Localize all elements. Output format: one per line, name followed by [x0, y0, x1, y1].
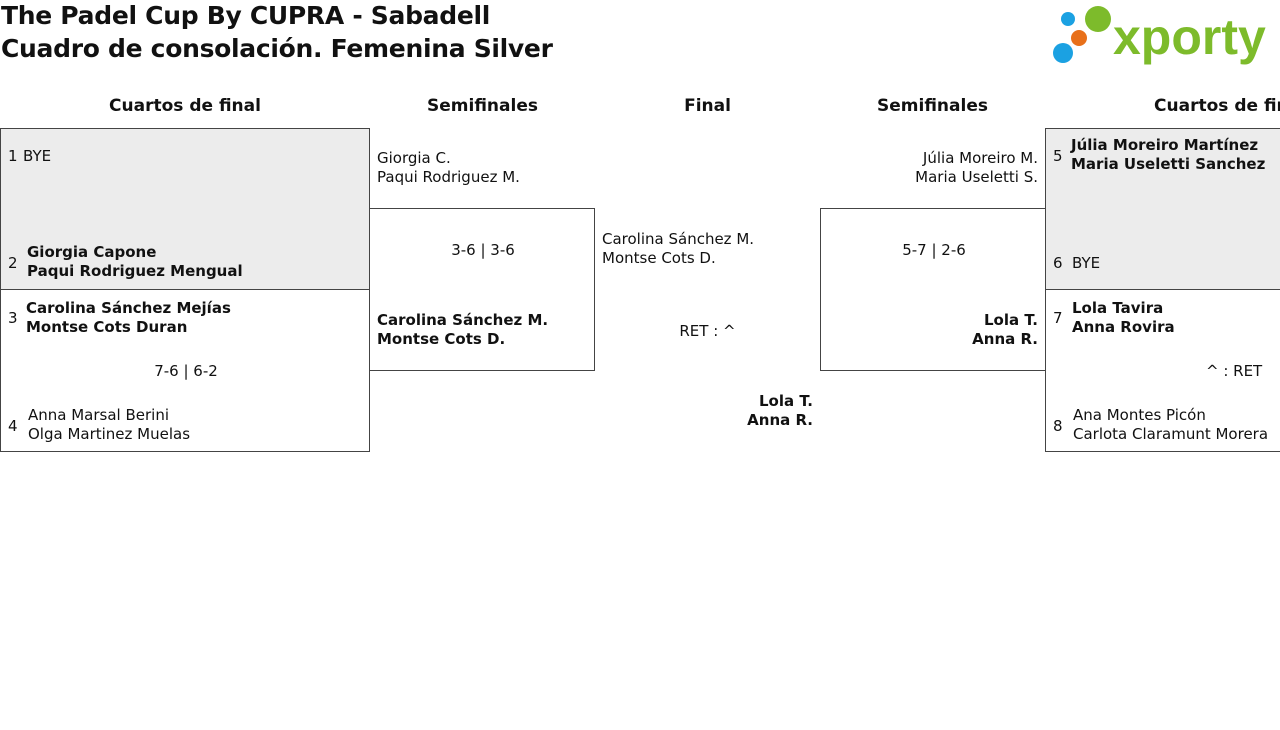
seed-number: 4 [8, 417, 18, 435]
left-sf-team1-player-2: Paqui Rodriguez M. [377, 168, 520, 186]
seed-number: 2 [8, 254, 18, 272]
round-right-quarterfinals: Cuartos de final [1154, 96, 1280, 116]
round-left-quarterfinals: Cuartos de final [109, 96, 261, 116]
match-score: 7-6 | 6-2 [154, 362, 218, 380]
right-sf-team1-player-1: Júlia Moreiro M. [922, 149, 1038, 167]
team-player-2: Montse Cots Duran [26, 318, 188, 336]
left-sf-team1-player-1: Giorgia C. [377, 149, 451, 167]
xporty-logo-icon: xporty [1053, 6, 1266, 65]
left-qf-match-1: 1 BYE 2 Giorgia Capone Paqui Rodriguez M… [0, 128, 370, 290]
match-score: 5-7 | 2-6 [902, 241, 966, 259]
match-score: ^ : RET [1206, 362, 1263, 380]
final-team2-player-1: Lola T. [758, 392, 813, 410]
team-player-1: Giorgia Capone [27, 243, 157, 261]
logo-text: xporty [1113, 9, 1266, 65]
team-player-1: Ana Montes Picón [1073, 406, 1206, 424]
right-qf-match-1: 5 Júlia Moreiro Martínez Maria Useletti … [1045, 128, 1280, 290]
seed-number: 7 [1053, 309, 1063, 327]
team-player-2: Maria Useletti Sanchez [1071, 155, 1266, 173]
team-player-1: Anna Marsal Berini [28, 406, 170, 424]
team-name: BYE [1072, 254, 1101, 272]
seed-number: 5 [1053, 147, 1063, 165]
team-player-2: Paqui Rodriguez Mengual [27, 262, 243, 280]
page-title-line2: Cuadro de consolación. Femenina Silver [1, 34, 553, 63]
team-player-2: Anna R. [972, 330, 1038, 348]
team-player-2: Carlota Claramunt Morera [1073, 425, 1269, 443]
logo-dot-blue [1053, 43, 1073, 63]
team-player-1: Carolina Sánchez M. [377, 311, 549, 329]
seed-number: 1 [8, 147, 18, 165]
seed-number: 6 [1053, 254, 1063, 272]
team-name: BYE [23, 147, 52, 165]
team-player-1: Lola Tavira [1072, 299, 1164, 317]
left-sf-match: 3-6 | 3-6 Carolina Sánchez M. Montse Cot… [369, 208, 595, 371]
seed-number: 8 [1053, 417, 1063, 435]
final-team1-player-2: Montse Cots D. [602, 249, 716, 267]
team-player-2: Olga Martinez Muelas [28, 425, 191, 443]
xporty-logo: xporty [1050, 4, 1280, 68]
final-team2-player-2: Anna R. [747, 411, 813, 429]
seed-number: 3 [8, 309, 18, 327]
right-sf-team1-player-2: Maria Useletti S. [915, 168, 1038, 186]
final-team1-player-1: Carolina Sánchez M. [602, 230, 755, 248]
team-player-1: Júlia Moreiro Martínez [1071, 136, 1259, 154]
final-score: RET : ^ [679, 322, 736, 340]
logo-dot-orange [1071, 30, 1087, 46]
left-qf-match-2: 3 Carolina Sánchez Mejías Montse Cots Du… [0, 289, 370, 452]
logo-dot-blue-small [1061, 12, 1075, 26]
round-left-semifinals: Semifinales [427, 96, 538, 116]
team-player-2: Montse Cots D. [377, 330, 506, 348]
team-player-1: Carolina Sánchez Mejías [26, 299, 231, 317]
page-title-line1: The Padel Cup By CUPRA - Sabadell [1, 1, 491, 30]
team-player-2: Anna Rovira [1072, 318, 1175, 336]
logo-dot-green [1085, 6, 1111, 32]
right-sf-match: 5-7 | 2-6 Lola T. Anna R. [820, 208, 1046, 371]
team-player-1: Lola T. [983, 311, 1038, 329]
match-score: 3-6 | 3-6 [451, 241, 515, 259]
right-qf-match-2: 7 Lola Tavira Anna Rovira ^ : RET 8 Ana … [1045, 289, 1280, 452]
round-right-semifinals: Semifinales [877, 96, 988, 116]
round-final: Final [684, 96, 731, 116]
